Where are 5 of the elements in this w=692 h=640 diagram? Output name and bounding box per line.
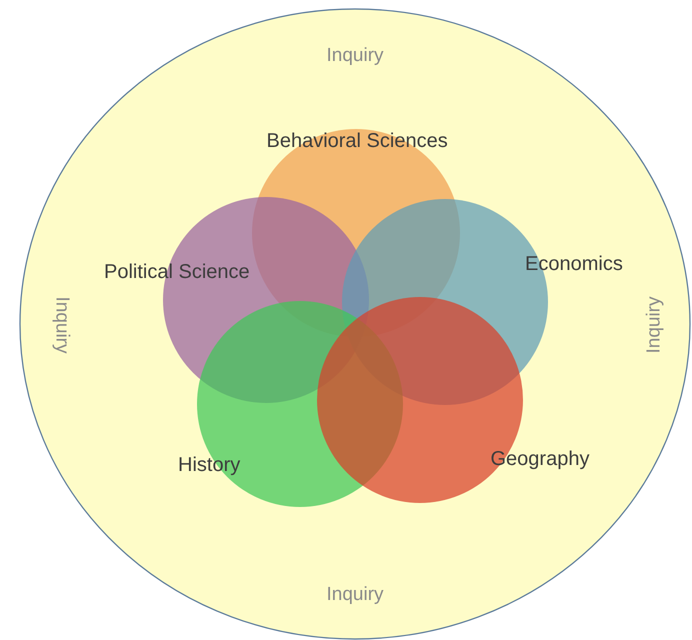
outer-label: Inquiry	[50, 296, 72, 354]
outer-label: Inquiry	[326, 45, 384, 67]
outer-label: Inquiry	[643, 296, 666, 354]
outer-label: Inquiry	[326, 584, 384, 606]
circle-label: Behavioral Sciences	[266, 130, 448, 152]
